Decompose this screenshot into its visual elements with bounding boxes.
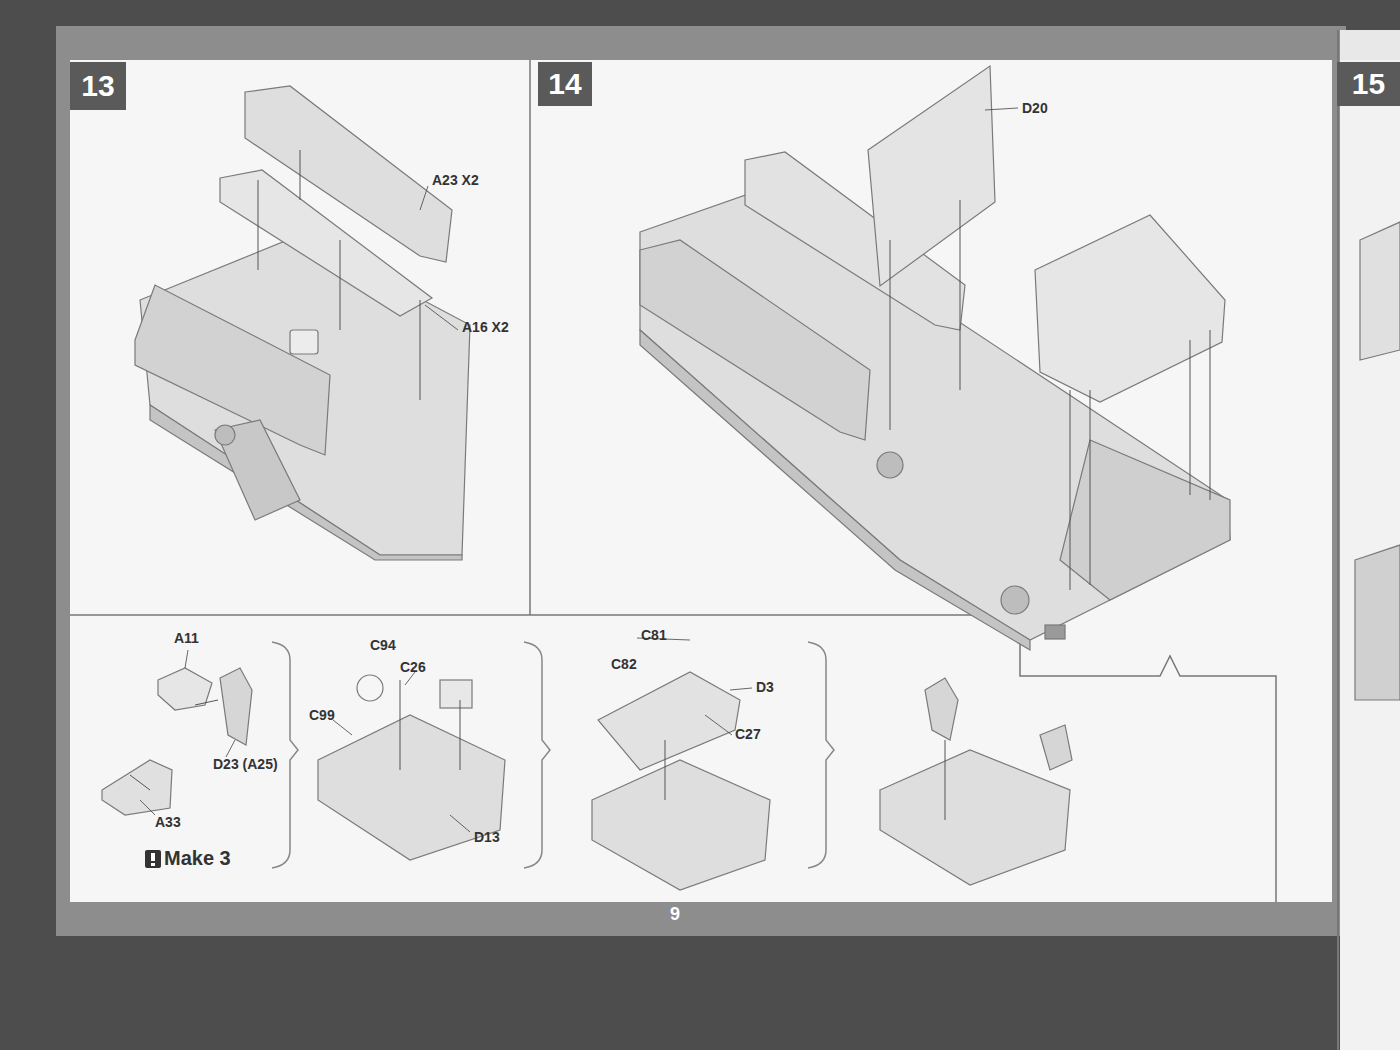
step-number-box: 15: [1337, 62, 1400, 106]
step-number-box: 13: [70, 62, 126, 110]
part-label: A23 X2: [432, 172, 479, 188]
part-label: C26: [400, 659, 426, 675]
part-label: A11: [174, 630, 199, 646]
part-label: D3: [756, 679, 774, 695]
instruction-note: Make 3: [164, 847, 231, 870]
part-label: C82: [611, 656, 637, 672]
part-label: C99: [309, 707, 335, 723]
part-label: C27: [735, 726, 761, 742]
part-label: C94: [370, 637, 396, 653]
page-number: 9: [670, 904, 680, 925]
part-label: C81: [641, 627, 667, 643]
step-number: 13: [81, 69, 114, 103]
part-label: D20: [1022, 100, 1048, 116]
part-label: A16 X2: [462, 319, 509, 335]
step-number: 15: [1352, 67, 1385, 101]
part-label: D23 (A25): [213, 756, 278, 772]
part-label: D13: [474, 829, 500, 845]
part-label: A33: [155, 814, 181, 830]
step-number: 14: [548, 67, 581, 101]
step-number-box: 14: [538, 62, 592, 106]
